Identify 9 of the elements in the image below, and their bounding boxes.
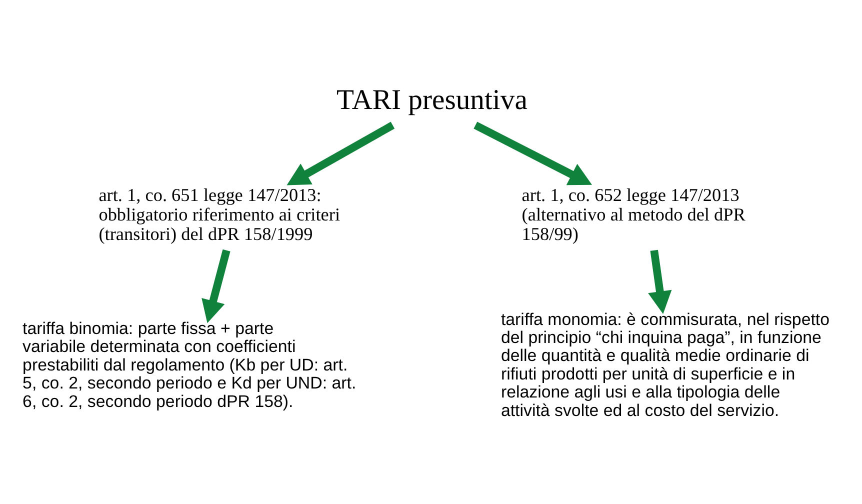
arrow	[202, 249, 230, 324]
node-text: TARI presuntiva	[336, 84, 528, 116]
arrow	[286, 122, 395, 186]
arrow	[648, 250, 672, 314]
arrow	[474, 122, 592, 186]
node-text: art. 1, co. 651 legge 147/2013: obbligatorio riferimento ai criteri (transitori) del dPR 158/1999	[98, 184, 340, 244]
node-text: art. 1, co. 652 legge 147/2013 (alternativo al metodo del dPR 158/99)	[522, 184, 746, 244]
node-text: tariffa binomia: parte fissa + parte variabile determinata con coefficienti prestabiliti dal regolamento (Kb per UD: art. 5, co. 2, secondo periodo e Kd per UND: art. 6, co. 2, secondo periodo dPR 158).	[22, 318, 356, 411]
node-text: tariffa monomia: è commisurata, nel rispetto del principio “chi inquina paga”, in funzione delle quantità e qualità medie ordinarie di rifiuti prodotti per unità di superficie e in relazione agli usi e alla tipologia delle attività svolte ed al costo del servizio.	[500, 310, 830, 420]
